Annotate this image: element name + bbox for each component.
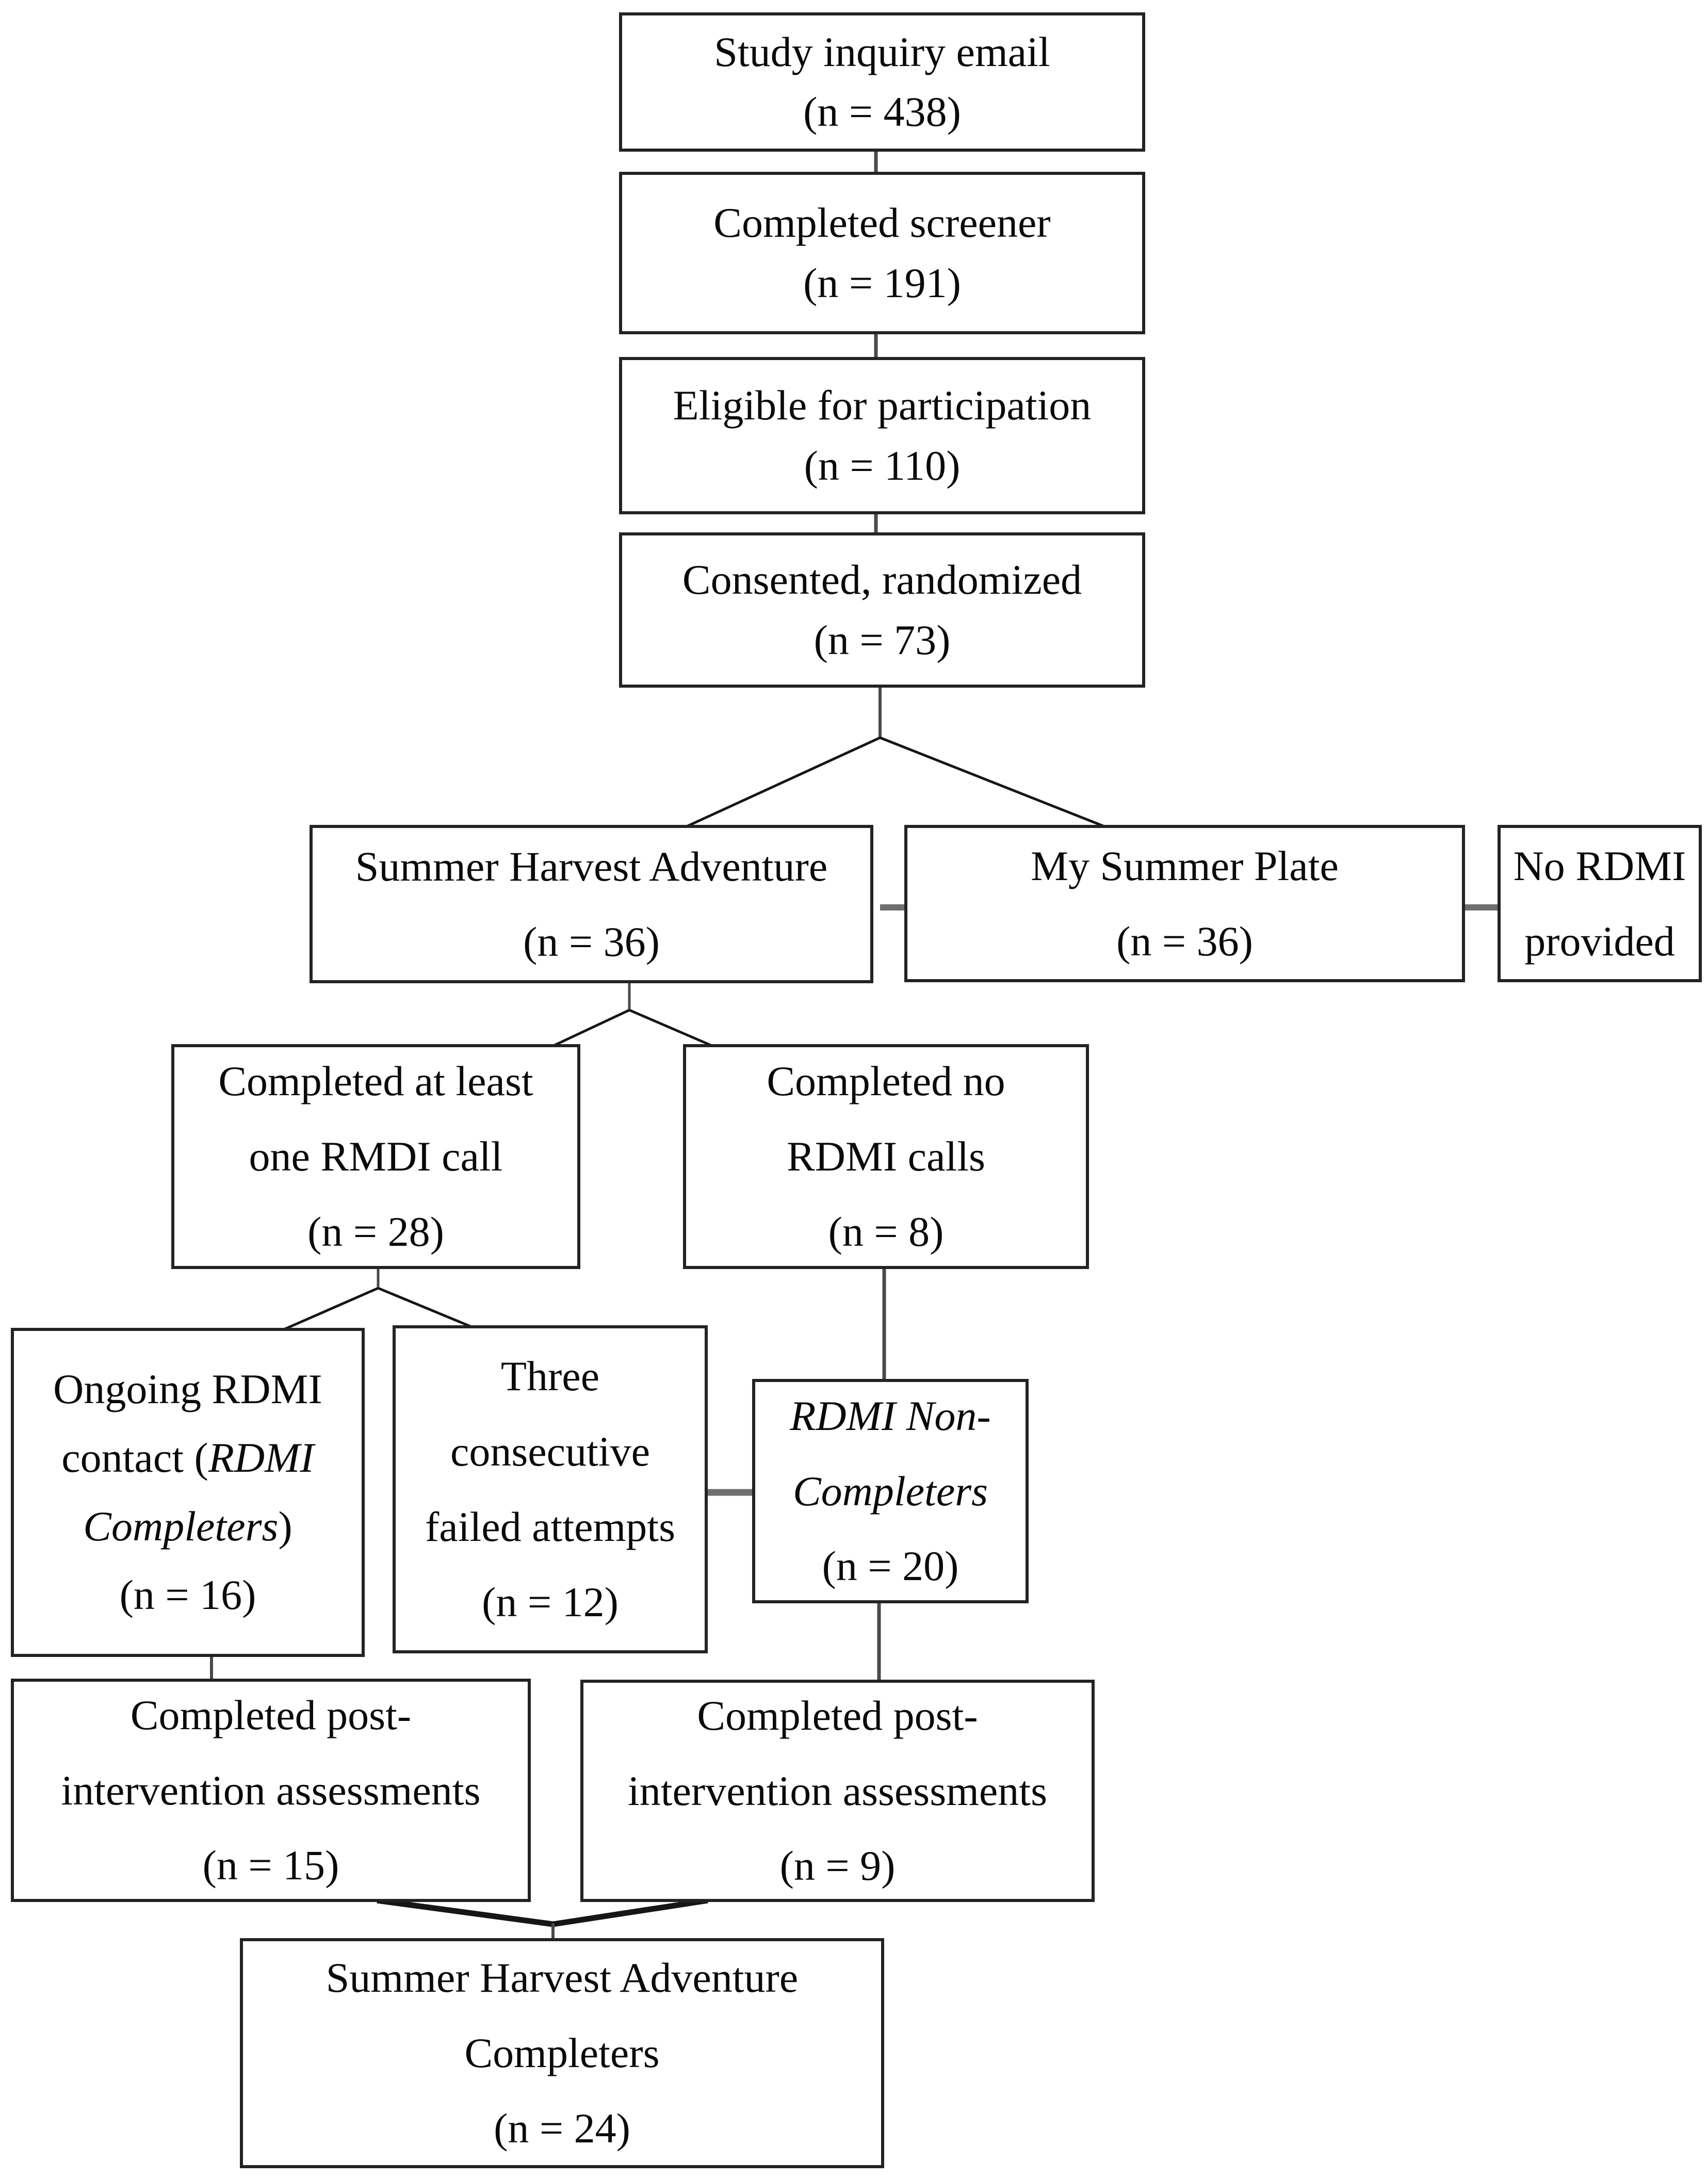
node-label-italic: Completers (792, 1467, 988, 1515)
node-count: (n = 438) (803, 88, 961, 135)
node-label: No RDMI (1513, 842, 1686, 889)
node-consented-randomized: Consented, randomized (n = 73) (619, 532, 1145, 688)
node-my-summer-plate: My Summer Plate (n = 36) (904, 825, 1465, 982)
node-count: (n = 20) (822, 1542, 959, 1590)
node-label: one RMDI call (249, 1133, 503, 1180)
connector-post9-to-final (552, 1897, 708, 1927)
node-label-part-italic: Completers (83, 1503, 279, 1550)
node-label: My Summer Plate (1031, 842, 1339, 889)
node-label: failed attempts (425, 1503, 675, 1550)
node-eligible-for-participation: Eligible for participation (n = 110) (619, 357, 1145, 514)
node-label: Study inquiry email (714, 28, 1050, 75)
node-label: Completed at least (218, 1058, 533, 1105)
node-ongoing-rdmi-contact: Ongoing RDMI contact (RDMI Completers) (… (11, 1328, 365, 1657)
node-label: Completed no (767, 1058, 1005, 1105)
connector-split-to-sha (686, 736, 881, 828)
node-count: (n = 16) (119, 1571, 256, 1618)
node-label: Consented, randomized (682, 556, 1082, 604)
node-count: (n = 12) (482, 1578, 619, 1626)
connector-split-to-ongoing (282, 1287, 379, 1331)
node-completed-screener: Completed screener (n = 191) (619, 172, 1145, 334)
node-count: (n = 36) (1116, 917, 1253, 965)
node-post-intervention-sha: Completed post- intervention assessments… (11, 1679, 531, 1902)
node-count: (n = 15) (202, 1842, 339, 1889)
node-label: consecutive (450, 1428, 650, 1475)
node-label: contact (RDMI (61, 1424, 314, 1492)
node-count: (n = 28) (307, 1208, 444, 1255)
node-label: Completed post- (130, 1691, 412, 1738)
connector-post15-to-final (377, 1897, 554, 1927)
connector-split-to-nocalls (629, 1009, 712, 1047)
node-label: Completers (464, 2029, 660, 2077)
node-post-intervention-noncompleters: Completed post- intervention assessments… (580, 1680, 1095, 1902)
node-label: intervention assessments (61, 1766, 481, 1814)
node-label: RDMI calls (787, 1133, 985, 1180)
node-label: Eligible for participation (673, 382, 1092, 429)
node-rdmi-non-completers: RDMI Non- Completers (n = 20) (752, 1379, 1029, 1603)
node-label: provided (1524, 917, 1675, 965)
node-count: (n = 110) (804, 442, 961, 489)
connector-split-to-threefailed (378, 1287, 475, 1329)
node-completed-no-calls: Completed no RDMI calls (n = 8) (683, 1044, 1089, 1269)
node-label: Summer Harvest Adventure (355, 842, 828, 890)
node-label-part-italic: RDMI (208, 1434, 314, 1482)
node-count: (n = 191) (803, 259, 961, 306)
node-label: Ongoing RDMI (53, 1366, 322, 1413)
node-label: Completed post- (697, 1692, 978, 1739)
node-label: Completed screener (713, 199, 1051, 247)
node-count: (n = 8) (828, 1208, 944, 1255)
node-count: (n = 9) (779, 1842, 896, 1890)
node-count: (n = 36) (523, 918, 660, 965)
node-no-rdmi-provided: No RDMI provided (1498, 825, 1702, 982)
node-label: Completers) (83, 1492, 292, 1561)
node-study-inquiry-email: Study inquiry email (n = 438) (619, 12, 1145, 152)
node-three-failed-attempts: Three consecutive failed attempts (n = 1… (393, 1325, 708, 1653)
node-completed-at-least-one-call: Completed at least one RMDI call (n = 28… (171, 1044, 580, 1269)
node-label-part: ) (278, 1503, 292, 1550)
node-summer-harvest-adventure: Summer Harvest Adventure (n = 36) (310, 825, 873, 983)
node-label-part: contact ( (61, 1434, 208, 1482)
node-sha-completers: Summer Harvest Adventure Completers (n =… (240, 1938, 884, 2168)
node-label-italic: RDMI Non- (790, 1392, 991, 1439)
node-count: (n = 24) (494, 2104, 630, 2152)
connector-split-to-msp (880, 736, 1105, 828)
node-label: Three (500, 1353, 600, 1400)
node-count: (n = 73) (814, 616, 951, 663)
connector-split-to-onecall (552, 1009, 630, 1047)
node-label: Summer Harvest Adventure (326, 1954, 799, 2002)
node-label: intervention assessments (627, 1767, 1048, 1814)
